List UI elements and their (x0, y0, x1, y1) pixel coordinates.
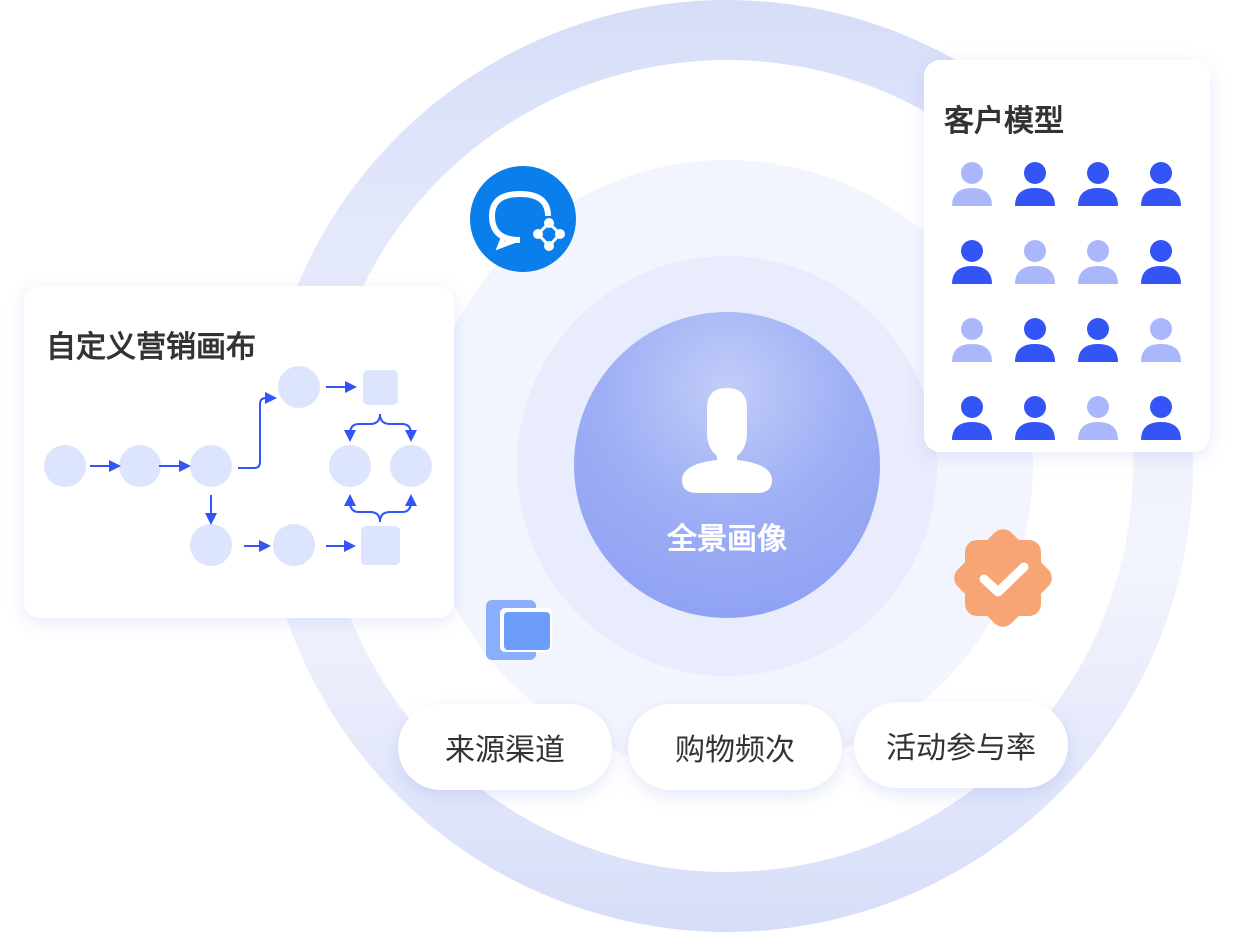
customer-person-icon (1014, 162, 1056, 212)
verified-badge-icon (950, 525, 1056, 635)
customer-person-icon (1014, 240, 1056, 290)
customer-person-icon (1140, 162, 1182, 212)
customer-person-icon (951, 396, 993, 446)
customer-person-icon (1077, 318, 1119, 368)
customer-person-icon (1014, 396, 1056, 446)
tag-source-channel: 来源渠道 (398, 704, 612, 790)
customer-person-icon (951, 240, 993, 290)
customer-person-icon (1077, 240, 1119, 290)
copy-icon (486, 600, 552, 666)
customer-person-icon (951, 318, 993, 368)
customer-person-icon (1140, 396, 1182, 446)
flow-diagram (44, 366, 432, 566)
wecom-icon (470, 166, 576, 276)
customer-person-icon (1077, 162, 1119, 212)
portrait-core: 全景画像 (574, 312, 880, 618)
customer-grid (951, 162, 1182, 446)
center-label: 全景画像 (667, 522, 787, 557)
customer-person-icon (1140, 240, 1182, 290)
user-icon (682, 388, 772, 493)
customer-model-card: 客户模型 (924, 60, 1210, 452)
marketing-canvas-card: 自定义营销画布 (24, 286, 454, 618)
customer-person-icon (1077, 396, 1119, 446)
customer-person-icon (951, 162, 993, 212)
tag-purchase-frequency: 购物频次 (628, 704, 842, 790)
canvas-title: 自定义营销画布 (46, 330, 256, 365)
customer-person-icon (1140, 318, 1182, 368)
model-title: 客户模型 (944, 104, 1064, 139)
customer-person-icon (1014, 318, 1056, 368)
tag-activity-participation: 活动参与率 (854, 702, 1068, 788)
